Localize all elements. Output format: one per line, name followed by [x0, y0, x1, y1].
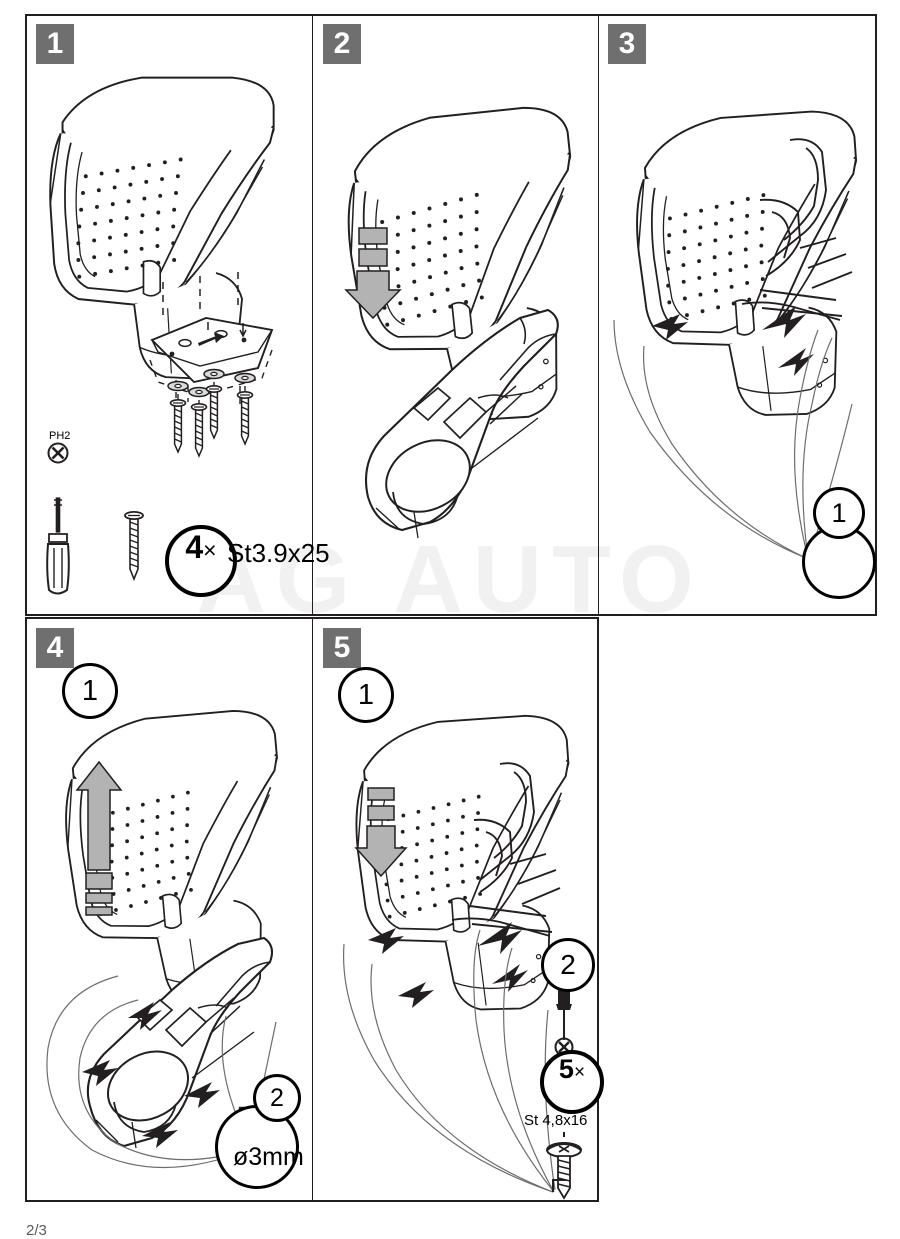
step-number-5: 5 — [323, 628, 361, 668]
screw-count-suffix-5: × — [573, 1062, 586, 1083]
label-screw-spec-panel5: St 4,8x16 — [524, 1112, 588, 1129]
screw-count-badge-panel5: 5 × — [540, 1050, 604, 1114]
screw-count-badge-panel1: 4 × — [165, 525, 237, 597]
label-ph2-bit: PH2 — [49, 430, 71, 442]
step-number-3: 3 — [608, 24, 646, 64]
step-ref-badge-panel4-top: 1 — [62, 663, 118, 719]
label-drill-diameter: ø3mm — [233, 1143, 304, 1171]
step-number-2: 2 — [323, 24, 361, 64]
panel-1 — [25, 14, 313, 616]
panel-3 — [598, 14, 877, 616]
page-number: 2/3 — [26, 1222, 47, 1239]
step-ref-badge-panel4-detail: 2 — [253, 1074, 301, 1122]
panel-5 — [312, 617, 599, 1202]
step-ref-badge-panel5-top: 1 — [338, 667, 394, 723]
panel-2 — [312, 14, 599, 616]
screw-count-suffix-1: × — [203, 537, 217, 563]
step-number-1: 1 — [36, 24, 74, 64]
step-ref-badge-panel3: 1 — [813, 487, 865, 539]
step-ref-badge-panel5-hardware: 2 — [541, 938, 595, 992]
label-screw-spec-panel1: St3.9x25 — [227, 538, 330, 568]
screw-count-value-1: 4 — [185, 529, 204, 565]
step-number-4: 4 — [36, 628, 74, 668]
screw-count-value-5: 5 — [558, 1054, 574, 1084]
